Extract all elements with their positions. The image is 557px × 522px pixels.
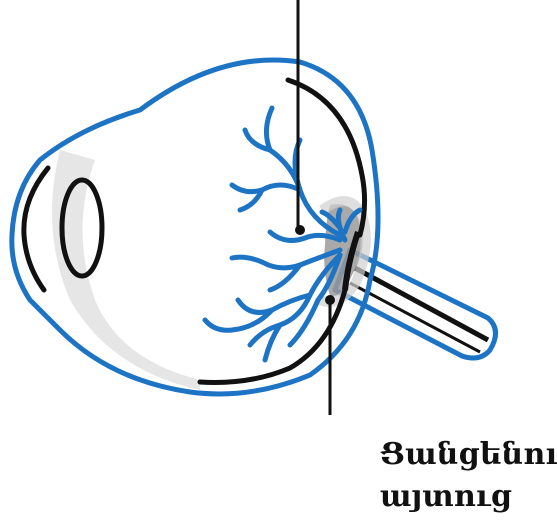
caption-line-2: այտուց	[380, 482, 512, 512]
cornea	[24, 168, 48, 290]
caption-line-1: Ցանցենու	[380, 440, 557, 470]
pointer-dot-top	[295, 225, 305, 235]
pointer-dot-bottom	[325, 295, 335, 305]
retinal-vessels	[205, 108, 360, 360]
